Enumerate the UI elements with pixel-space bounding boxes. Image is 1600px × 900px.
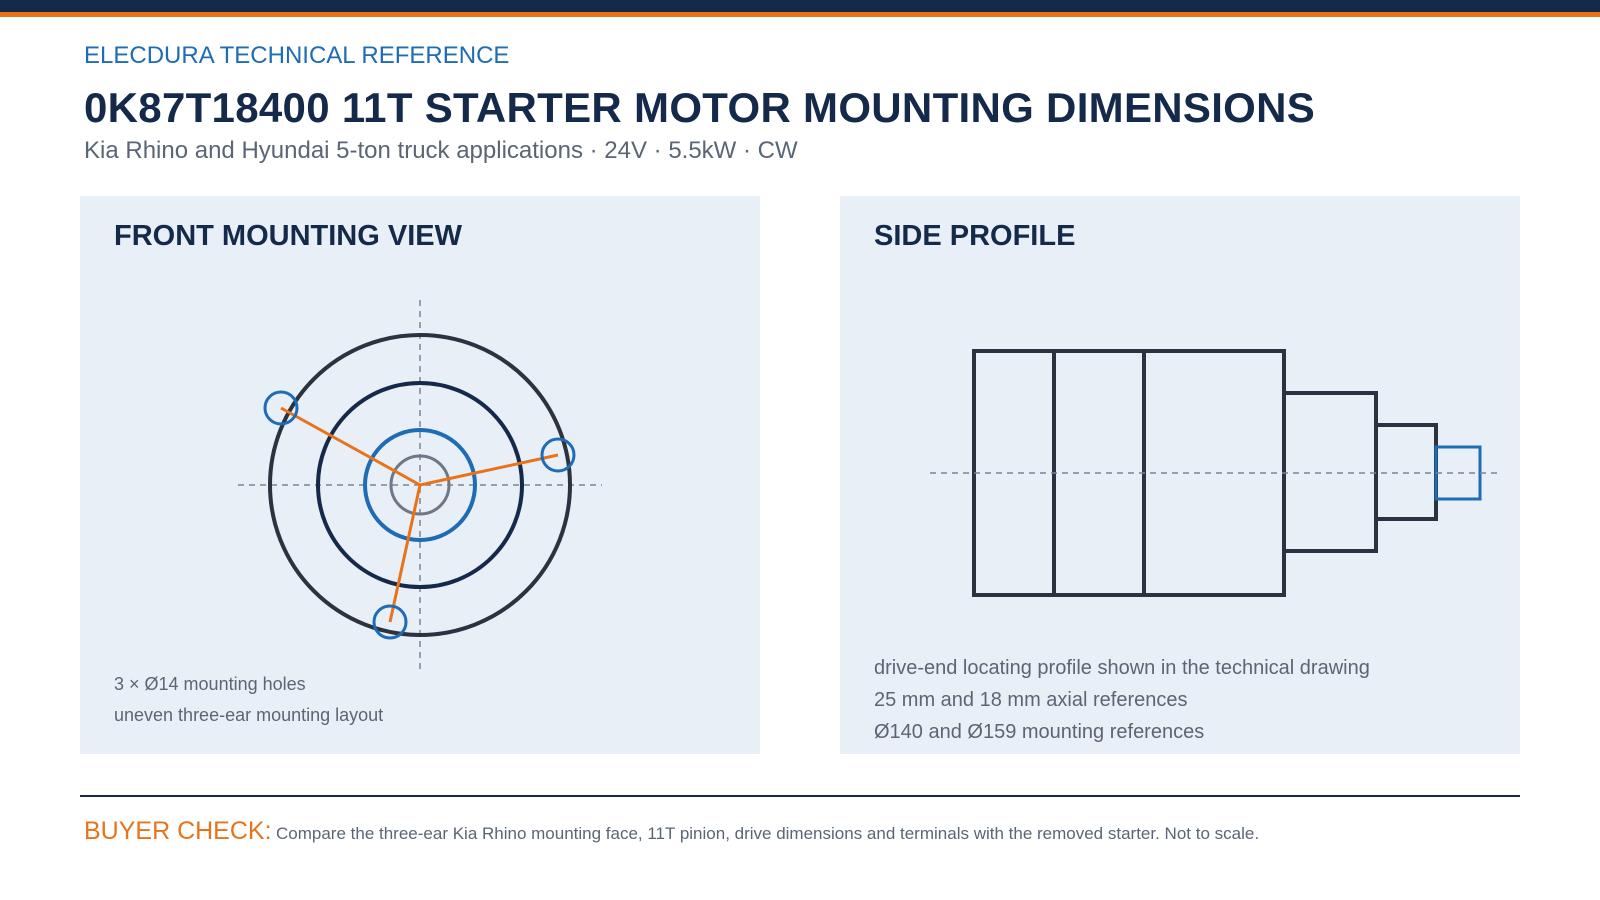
buyer-check: BUYER CHECK: Compare the three-ear Kia R…	[84, 817, 1259, 846]
side-view-diagram	[930, 349, 1498, 597]
front-view-panel: FRONT MOUNTING VIEW 3 × Ø14 mounting hol…	[80, 196, 760, 754]
front-view-title: FRONT MOUNTING VIEW	[114, 220, 462, 252]
nose-collar	[1374, 423, 1438, 521]
side-note-profile: drive-end locating profile shown in the …	[874, 657, 1370, 679]
side-view-title: SIDE PROFILE	[874, 220, 1076, 252]
mounting-hole-bottom	[372, 604, 408, 640]
page-title: 0K87T18400 11T STARTER MOTOR MOUNTING DI…	[84, 84, 1316, 131]
ear-line-bottom	[388, 484, 422, 623]
outer-flange-circle	[268, 333, 572, 637]
shaft-circle	[389, 454, 451, 516]
pilot-circle	[363, 428, 477, 542]
front-note-holes: 3 × Ø14 mounting holes	[114, 674, 306, 694]
ear-line-left	[280, 406, 421, 487]
ear-line-right	[419, 453, 559, 487]
top-navy-bar	[0, 0, 1600, 12]
side-note-axial: 25 mm and 18 mm axial references	[874, 689, 1188, 711]
mounting-hole-right	[540, 437, 576, 473]
page-subtitle: Kia Rhino and Hyundai 5-ton truck applic…	[84, 137, 798, 164]
front-view-diagram	[238, 300, 602, 670]
side-view-panel: SIDE PROFILE drive-end locating profile …	[840, 196, 1520, 754]
brand-kicker: ELECDURA TECHNICAL REFERENCE	[84, 42, 510, 69]
top-orange-bar	[0, 12, 1600, 17]
buyer-check-label: BUYER CHECK:	[84, 817, 272, 845]
mounting-hole-left	[263, 390, 299, 426]
front-note-layout: uneven three-ear mounting layout	[114, 705, 384, 725]
footer-divider	[80, 795, 1520, 797]
buyer-check-text: Compare the three-ear Kia Rhino mounting…	[276, 824, 1260, 843]
side-note-diameters: Ø140 and Ø159 mounting references	[874, 721, 1205, 743]
housing-circle	[316, 381, 524, 589]
drive-housing	[1282, 391, 1378, 553]
